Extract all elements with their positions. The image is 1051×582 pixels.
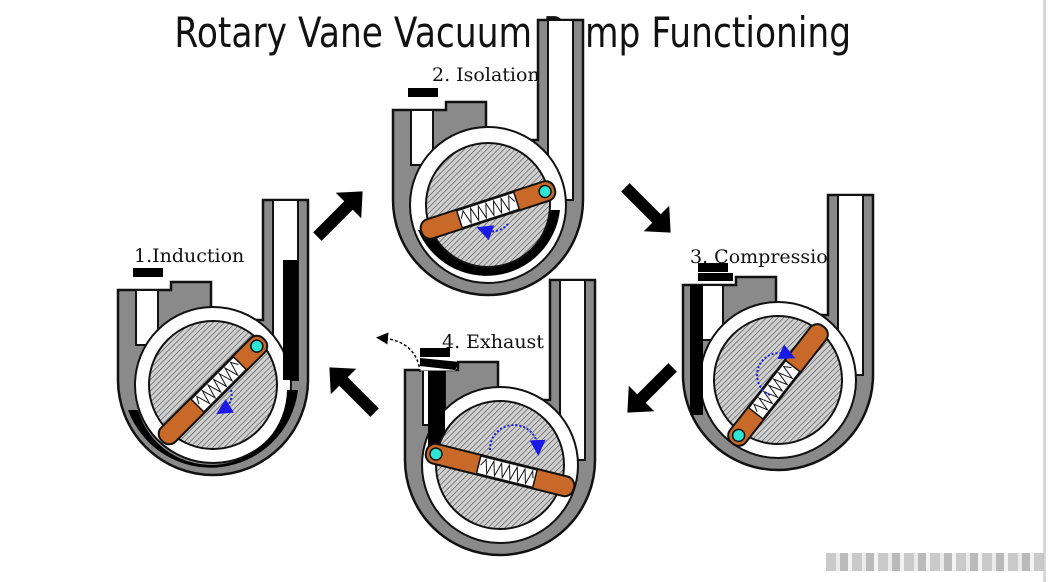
label-induction: 1.Induction [134, 245, 245, 267]
diagram-title: Rotary Vane Vacuum Pump Functioning [174, 8, 852, 57]
pump-isolation [391, 18, 585, 297]
label-compression: 3. Compression [690, 246, 840, 268]
label-exhaust: 4. Exhaust [442, 331, 544, 353]
cycle-arrows [313, 183, 677, 417]
pump-induction [116, 198, 310, 477]
exhaust-flow-arrow [376, 332, 421, 373]
pump-compression [681, 193, 875, 472]
pump-exhaust [403, 278, 597, 557]
label-isolation: 2. Isolation [432, 64, 540, 86]
watermark-image [826, 553, 1044, 571]
